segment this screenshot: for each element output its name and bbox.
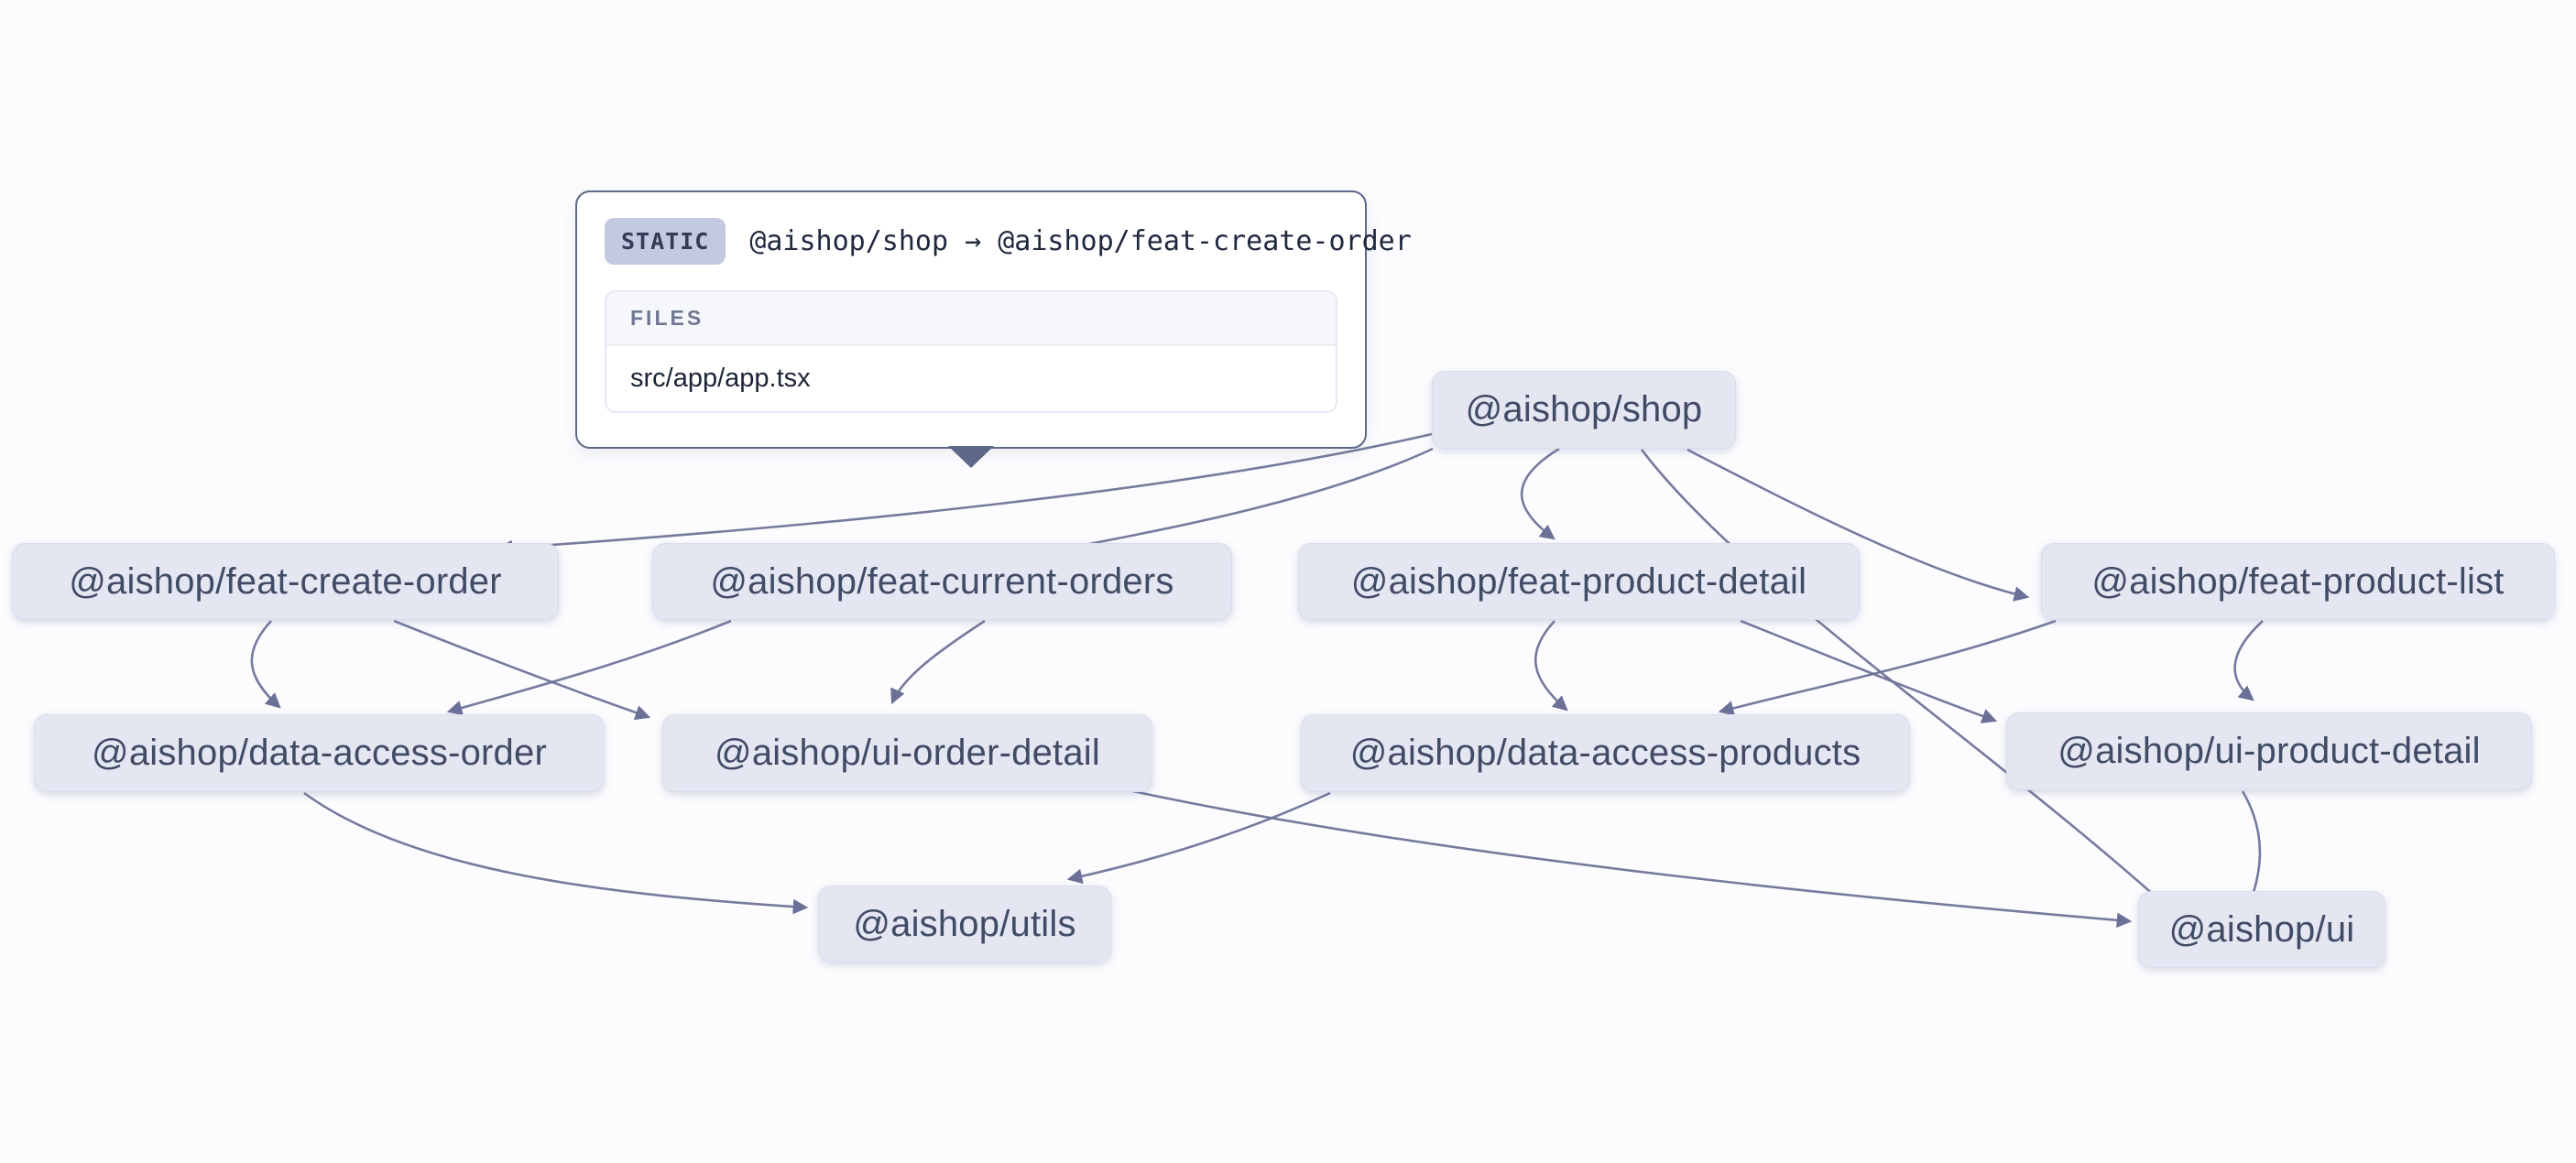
node-label: @aishop/ui-product-detail bbox=[2058, 731, 2481, 771]
static-badge: STATIC bbox=[605, 218, 726, 265]
node-utils[interactable]: @aishop/utils bbox=[818, 886, 1111, 962]
edge-feat-current-orders-to-data-access-order[interactable] bbox=[446, 619, 732, 716]
edge-shop-to-feat-product-detail[interactable] bbox=[1521, 447, 1560, 540]
node-label: @aishop/utils bbox=[853, 903, 1076, 944]
tooltip-dependency-row: STATIC @aishop/shop → @aishop/feat-creat… bbox=[605, 218, 1412, 265]
node-label: @aishop/feat-current-orders bbox=[710, 560, 1174, 602]
node-data-access-order[interactable]: @aishop/data-access-order bbox=[34, 714, 605, 792]
edge-data-access-products-to-utils[interactable] bbox=[1066, 791, 1331, 885]
node-label: @aishop/data-access-order bbox=[92, 733, 547, 773]
node-label: @aishop/ui-order-detail bbox=[715, 733, 1100, 773]
node-label: @aishop/feat-product-list bbox=[2091, 560, 2505, 602]
node-shop[interactable]: @aishop/shop bbox=[1432, 371, 1736, 449]
tooltip-dependency-text: @aishop/shop → @aishop/feat-create-order bbox=[749, 225, 1412, 257]
edge-feat-product-detail-to-ui-product-detail[interactable] bbox=[1740, 619, 1998, 723]
edge-shop-to-feat-current-orders[interactable] bbox=[1034, 447, 1434, 560]
node-feat-product-detail[interactable]: @aishop/feat-product-detail bbox=[1298, 543, 1860, 620]
edge-shop-to-feat-product-list[interactable] bbox=[1686, 448, 2030, 602]
node-feat-current-orders[interactable]: @aishop/feat-current-orders bbox=[652, 543, 1232, 620]
node-ui-order-detail[interactable]: @aishop/ui-order-detail bbox=[662, 714, 1152, 792]
edge-feat-product-detail-to-data-access-products[interactable] bbox=[1534, 620, 1568, 712]
edge-feat-create-order-to-ui-order-detail[interactable] bbox=[393, 619, 651, 721]
node-ui[interactable]: @aishop/ui bbox=[2138, 891, 2385, 968]
node-label: @aishop/feat-create-order bbox=[69, 560, 502, 602]
node-feat-create-order[interactable]: @aishop/feat-create-order bbox=[12, 543, 559, 620]
edge-feat-product-list-to-data-access-products[interactable] bbox=[1718, 619, 2057, 716]
file-path: src/app/app.tsx bbox=[630, 364, 811, 393]
edge-feat-current-orders-to-ui-order-detail[interactable] bbox=[890, 619, 986, 705]
tooltip-pointer-icon bbox=[948, 446, 994, 468]
edge-shop-to-ui[interactable] bbox=[1640, 449, 2185, 923]
node-label: @aishop/ui bbox=[2168, 908, 2355, 950]
edge-tooltip: STATIC @aishop/shop → @aishop/feat-creat… bbox=[575, 190, 1412, 468]
node-feat-product-list[interactable]: @aishop/feat-product-list bbox=[2041, 543, 2555, 620]
node-label: @aishop/feat-product-detail bbox=[1350, 560, 1807, 602]
tooltip-files-panel: FILES src/app/app.tsx bbox=[605, 290, 1337, 413]
edge-feat-product-list-to-ui-product-detail[interactable] bbox=[2233, 620, 2264, 701]
edge-ui-order-detail-to-ui[interactable] bbox=[1128, 788, 2133, 929]
edge-feat-create-order-to-data-access-order[interactable] bbox=[250, 620, 281, 709]
edge-shop-to-feat-create-order[interactable] bbox=[497, 432, 1433, 556]
node-data-access-products[interactable]: @aishop/data-access-products bbox=[1301, 714, 1910, 792]
node-label: @aishop/shop bbox=[1465, 389, 1703, 429]
edge-data-access-order-to-utils[interactable] bbox=[303, 791, 809, 915]
files-section-header: FILES bbox=[606, 292, 1336, 346]
node-ui-product-detail[interactable]: @aishop/ui-product-detail bbox=[2006, 712, 2532, 790]
node-label: @aishop/data-access-products bbox=[1349, 733, 1861, 773]
